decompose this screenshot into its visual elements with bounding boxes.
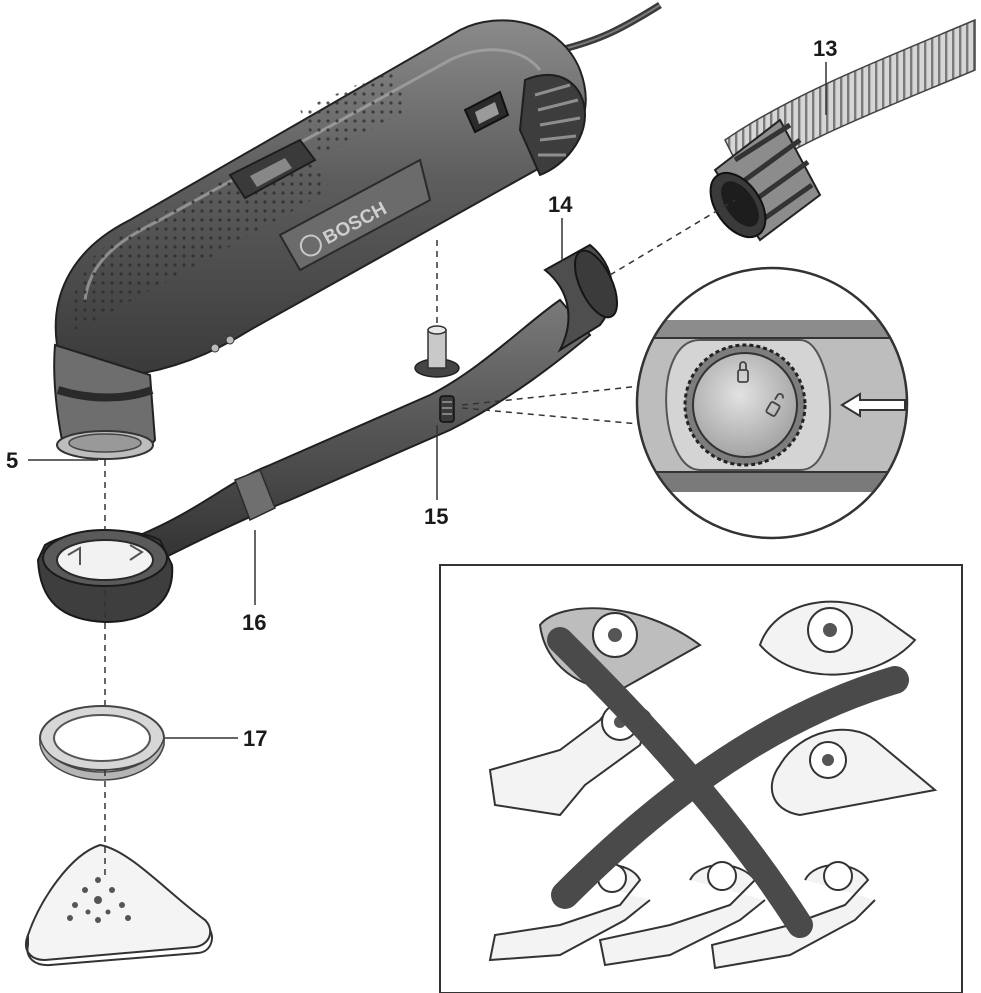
on-off-switch	[228, 138, 317, 200]
locking-knob	[439, 395, 455, 423]
segment-blade-2	[758, 600, 917, 676]
extraction-hose	[709, 18, 976, 242]
cross-out-mark	[547, 627, 909, 938]
rear-vent	[518, 74, 587, 177]
scraper-blade	[488, 703, 652, 817]
lock-closed-icon	[737, 361, 749, 383]
callout-15: 15	[424, 504, 448, 529]
delta-sanding-pad	[25, 843, 213, 967]
leader-lines	[28, 62, 827, 739]
plunge-blade-3	[710, 861, 876, 970]
arrow-left-outline-icon	[840, 392, 906, 418]
assembly-lines	[104, 199, 736, 880]
hose-connector	[709, 118, 822, 242]
callout-16: 16	[242, 610, 266, 635]
zoom-detail	[635, 266, 909, 540]
bosch-logo-icon	[299, 234, 322, 257]
callout-17: 17	[243, 726, 267, 751]
speed-wheel	[463, 90, 510, 134]
delta-blade	[770, 728, 938, 817]
callout-5: 5	[6, 448, 18, 473]
plunge-blade-2	[598, 861, 766, 967]
locking-pin	[414, 325, 460, 378]
callout-14: 14	[548, 192, 573, 217]
callout-13: 13	[813, 36, 837, 61]
tool-head	[53, 343, 157, 460]
adapter-ring	[36, 529, 174, 624]
extraction-adapter	[36, 243, 619, 624]
incompatible-accessories-box	[439, 564, 963, 993]
multi-tool: BOSCH	[53, 2, 662, 460]
adapter-seal-ring	[39, 705, 165, 781]
lock-open-icon	[765, 393, 784, 417]
